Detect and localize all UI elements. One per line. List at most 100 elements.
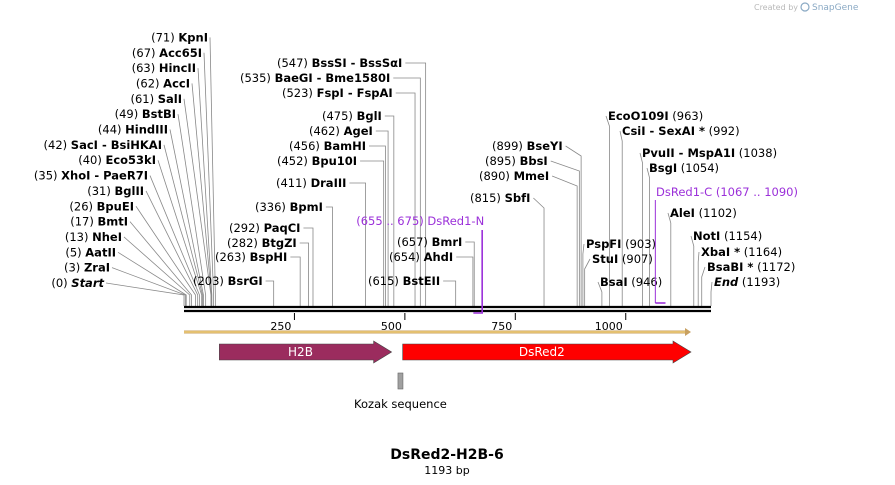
site-position: (475) [322,109,357,123]
site-label-pspfi[interactable]: PspFI (903) [586,237,656,251]
site-name: BbsI [520,154,548,168]
site-label-stui[interactable]: StuI (907) [592,252,653,266]
site-label-bstbi[interactable]: (49) BstBI [115,107,176,121]
site-label-end[interactable]: End (1193) [714,275,780,289]
primer-mark[interactable] [473,230,483,314]
site-connector [157,160,203,306]
site-name: Acc65I [159,46,202,60]
primer-dsred1-n[interactable]: (655 .. 675) DsRed1-N [356,214,484,314]
site-label-hincii[interactable]: (63) HincII [132,61,196,75]
site-name: Start [71,276,104,290]
site-connector [565,145,582,306]
site-label-draiii[interactable]: (411) DraIII [276,176,346,190]
site-label-start[interactable]: (0) Start [51,276,104,290]
site-label-csii[interactable]: CsiI - SexAI * (992) [622,124,740,138]
kozak-label: Kozak sequence [354,397,447,411]
site-position: (815) [470,191,505,205]
site-label-bgli[interactable]: (475) BglI [322,109,382,123]
site-label-bsteii[interactable]: (615) BstEII [368,274,440,288]
site-name: BstBI [142,107,176,121]
site-position: (547) [277,56,312,70]
site-label-fspi[interactable]: (523) FspI - FspAI [282,86,393,100]
site-connector [349,182,366,306]
site-label-nhei[interactable]: (13) NheI [65,230,122,244]
site-label-saci[interactable]: (42) SacI - BsiHKAI [44,138,162,152]
site-label-sbfi[interactable]: (815) SbfI [470,191,530,205]
site-label-btgzi[interactable]: (282) BtgZI [227,236,297,250]
site-label-bmti[interactable]: (17) BmtI [70,215,128,229]
plasmid-name: DsRed2-H2B-6 [390,447,503,463]
site-label-acci[interactable]: (62) AccI [136,76,190,90]
site-label-bseyi[interactable]: (899) BseYI [492,139,563,153]
site-label-agei[interactable]: (462) AgeI [309,124,373,138]
site-connector [384,115,395,306]
site-label-bsphi[interactable]: (263) BspHI [215,250,287,264]
site-label-bsgi[interactable]: BsgI (1054) [649,161,719,175]
site-label-kpni[interactable]: (71) KpnI [151,30,208,44]
kozak-box [397,372,404,390]
site-label-baegi[interactable]: (535) BaeGI - Bme1580I [240,71,390,85]
site-connector [701,266,706,306]
site-name: ZraI [84,261,110,275]
site-connector [533,197,545,306]
site-connector [395,92,416,306]
site-name: AgeI [344,124,373,138]
site-label-ecoo109i[interactable]: EcoO109I (963) [608,109,703,123]
site-label-aatii[interactable]: (5) AatII [65,245,116,259]
site-label-bpuei[interactable]: (26) BpuEI [69,199,134,213]
site-connector [456,256,474,306]
feature-label: DsRed2 [519,345,565,359]
site-label-bsrgi[interactable]: (203) BsrGI [193,274,263,288]
site-position: (67) [132,46,159,60]
site-label-acc65i[interactable]: (67) Acc65I [132,46,202,60]
feature-h2b[interactable]: H2B [219,340,393,364]
site-label-bpmi[interactable]: (336) BpmI [255,200,323,214]
site-connector [584,258,591,306]
site-labels: (0) Start(3) ZraI (5) AatII(13) NheI(17) … [34,30,795,290]
feature-arrow[interactable] [219,340,393,364]
site-label-ahdi[interactable]: (654) AhdI [389,250,453,264]
site-label-hindiii[interactable]: (44) HindIII [98,123,168,137]
feature-arrow[interactable] [402,340,692,364]
site-label-xhoi[interactable]: (35) XhoI - PaeR7I [34,169,148,183]
site-connector [191,83,212,306]
feature-dsred2[interactable]: DsRed2 [402,340,692,364]
site-position: (1038) [735,146,777,160]
site-label-pvuii[interactable]: PvuII - MspA1I (1038) [642,146,777,160]
site-label-alei[interactable]: AleI (1102) [670,206,737,220]
site-label-bmri[interactable]: (657) BmrI [397,235,462,249]
site-label-sali[interactable]: (61) SalI [130,92,182,106]
primer-dsred1-c[interactable]: DsRed1-C (1067 .. 1090) [654,185,798,304]
site-separator: - [98,138,111,152]
site-label-bsabi[interactable]: BsaBI * (1172) [707,260,795,274]
site-name: BsrGI [228,274,263,288]
site-label-bsssi[interactable]: (547) BssSI - BssSαI [277,56,402,70]
site-label-eco53ki[interactable]: (40) Eco53kI [78,153,156,167]
site-connector [209,37,216,306]
site-label-bglii[interactable]: (31) BglII [87,184,144,198]
site-label-paqci[interactable]: (292) PaqCI [229,221,300,235]
site-label-bamhi[interactable]: (456) BamHI [289,139,366,153]
site-label-bsai[interactable]: BsaI (946) [600,275,662,289]
site-label-noti[interactable]: NotI (1154) [693,229,762,243]
site-position: (1054) [677,161,719,175]
site-name: AatII [85,245,116,259]
orf-arrowhead-icon [685,328,691,336]
site-label-bbsi[interactable]: (895) BbsI [485,154,548,168]
feature-label: H2B [288,345,313,359]
site-position: (17) [70,215,97,229]
site-label-mmei[interactable]: (890) MmeI [479,169,549,183]
site-label-zrai[interactable]: (3) ZraI [64,261,110,275]
site-position: (946) [628,275,663,289]
site-name: Eco53kI [105,153,156,167]
site-name: BmtI [97,215,128,229]
site-label-bpu10i[interactable]: (452) Bpu10I [277,154,357,168]
site-name-alt: PaeR7I [103,169,148,183]
site-label-xbai[interactable]: XbaI * (1164) [701,245,782,259]
site-connector [177,114,207,306]
site-separator: - [347,56,360,70]
site-name: BamHI [324,139,366,153]
site-connector [690,235,695,306]
site-connector [299,242,309,306]
site-name: HincII [159,61,196,75]
